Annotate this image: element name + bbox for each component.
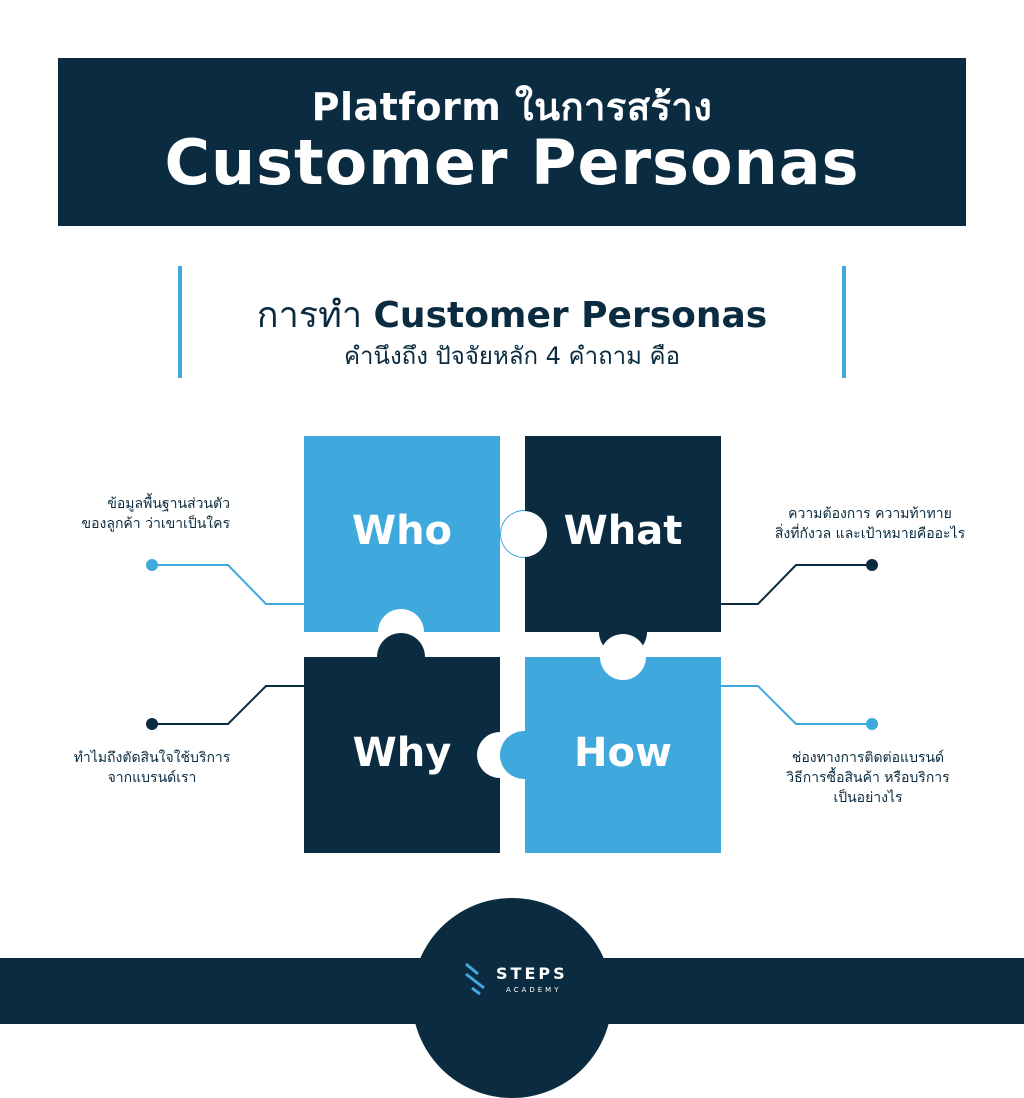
footer-band xyxy=(0,958,1024,1024)
description-how-line3: เป็นอย่างไร xyxy=(833,790,903,806)
subtitle-box: การทำ Customer Personas คำนึงถึง ปัจจัยห… xyxy=(178,266,846,378)
description-who: ข้อมูลพื้นฐานส่วนตัว ของลูกค้า ว่าเขาเป็… xyxy=(40,494,230,534)
description-how: ช่องทางการติดต่อแบรนด์ วิธีการซื้อสินค้า… xyxy=(768,748,968,808)
connector-dot-how xyxy=(866,718,878,730)
subtitle-left-bar xyxy=(178,266,182,378)
brand-sub: ACADEMY xyxy=(506,986,562,994)
connector-dot-who xyxy=(146,559,158,571)
piece-label-what: What xyxy=(563,508,683,554)
steps-academy-logo: STEPS ACADEMY xyxy=(462,958,572,998)
puzzle-piece-what xyxy=(501,436,721,656)
subtitle-prefix: การทำ xyxy=(256,295,374,336)
description-how-line1: ช่องทางการติดต่อแบรนด์ xyxy=(791,750,945,766)
puzzle-diagram xyxy=(146,436,878,853)
subtitle-right-bar xyxy=(842,266,846,378)
subtitle-line1: การทำ Customer Personas xyxy=(178,286,846,343)
description-how-line2: วิธีการซื้อสินค้า หรือบริการ xyxy=(786,770,950,786)
description-what: ความต้องการ ความท้าทาย สิ่งที่กังวล และเ… xyxy=(752,504,988,544)
description-who-line2: ของลูกค้า ว่าเขาเป็นใคร xyxy=(81,516,230,532)
piece-label-how: How xyxy=(574,730,672,776)
header-title-line2: Customer Personas xyxy=(164,126,860,199)
description-who-line1: ข้อมูลพื้นฐานส่วนตัว xyxy=(107,496,230,512)
connector-why xyxy=(152,685,304,725)
header-banner: Platform ในการสร้าง Customer Personas xyxy=(58,58,966,226)
subtitle-bold: Customer Personas xyxy=(373,295,768,336)
header-title-line1: Platform ในการสร้าง xyxy=(311,85,713,129)
description-what-line1: ความต้องการ ความท้าทาย xyxy=(788,506,952,522)
connector-dot-what xyxy=(866,559,878,571)
connector-what xyxy=(720,564,872,605)
connector-dot-why xyxy=(146,718,158,730)
connector-who xyxy=(152,564,304,605)
description-why-line2: จากแบรนด์เรา xyxy=(107,770,197,786)
connector-how xyxy=(720,685,872,725)
description-why: ทำไมถึงตัดสินใจใช้บริการ จากแบรนด์เรา xyxy=(52,748,252,788)
piece-label-why: Why xyxy=(352,730,452,776)
brand-name: STEPS xyxy=(496,964,568,983)
puzzle-piece-how xyxy=(500,634,721,853)
steps-logo-icon xyxy=(465,962,485,996)
piece-label-who: Who xyxy=(351,508,453,554)
description-why-line1: ทำไมถึงตัดสินใจใช้บริการ xyxy=(73,750,231,766)
subtitle-line2: คำนึงถึง ปัจจัยหลัก 4 คำถาม คือ xyxy=(344,342,680,370)
description-what-line2: สิ่งที่กังวล และเป้าหมายคืออะไร xyxy=(774,526,966,542)
